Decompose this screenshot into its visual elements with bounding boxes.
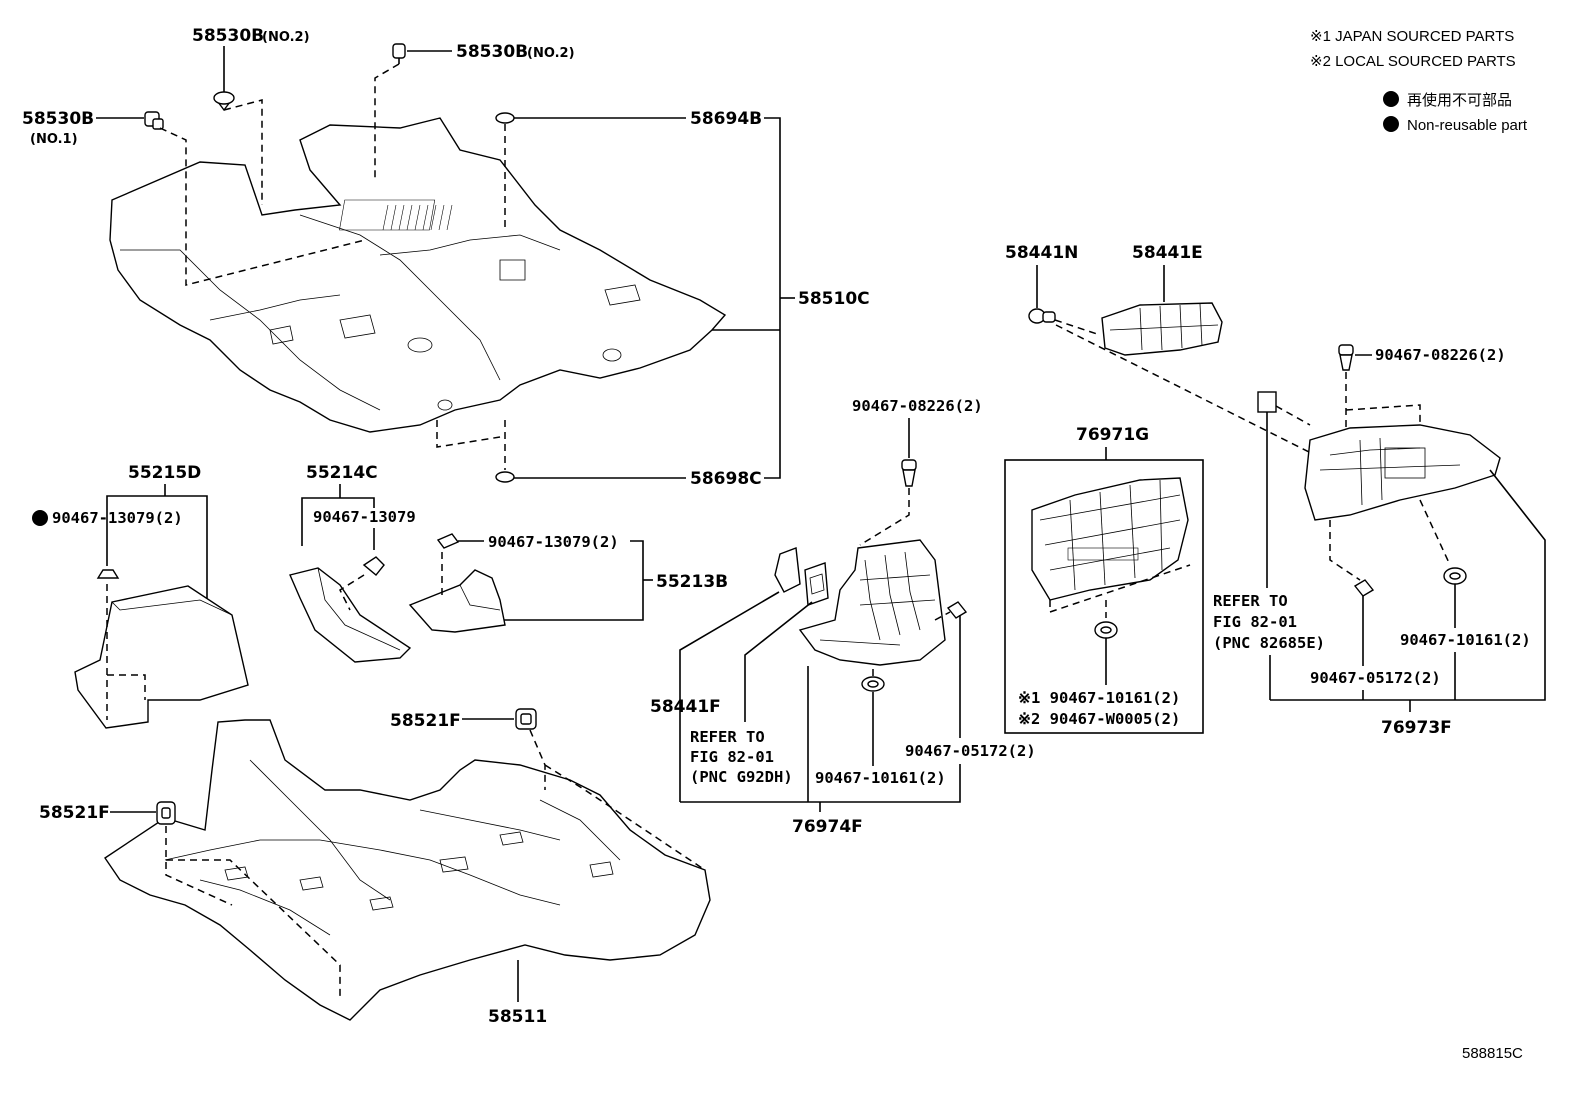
label-58511: 58511 bbox=[488, 1007, 547, 1027]
legend: ※1 JAPAN SOURCED PARTS ※2 LOCAL SOURCED … bbox=[1310, 28, 1528, 134]
label-plate-82685E bbox=[1257, 391, 1277, 413]
label-58441N: 58441N bbox=[1005, 243, 1078, 263]
cover-55215D bbox=[74, 585, 249, 729]
label-76971G: 76971G bbox=[1076, 425, 1149, 445]
label-58530B-no1-sfx: (NO.1) bbox=[30, 132, 78, 147]
clip-58530B-no1 bbox=[144, 111, 164, 130]
clip-90467-10161-right bbox=[1443, 567, 1467, 585]
label-76971G-clip1: ※1 90467-10161(2) bbox=[1018, 689, 1180, 707]
plate-58441F bbox=[774, 547, 801, 593]
refer1-line2: FIG 82-01 bbox=[690, 748, 774, 766]
label-90467-08226-right: 90467-08226(2) bbox=[1375, 346, 1506, 364]
refer2-line1: REFER TO bbox=[1213, 592, 1288, 610]
label-58530B-no2-top-sfx: (NO.2) bbox=[262, 30, 310, 45]
label-76973F: 76973F bbox=[1381, 718, 1452, 738]
legend-note-1: ※1 JAPAN SOURCED PARTS bbox=[1310, 28, 1514, 45]
grommet-58698C bbox=[495, 471, 515, 483]
panel-76971G bbox=[1031, 477, 1189, 601]
non-reusable-dot-icon bbox=[32, 510, 48, 526]
clip-90467-13079 bbox=[96, 569, 120, 579]
label-58694B: 58694B bbox=[690, 109, 762, 129]
label-58698C: 58698C bbox=[690, 469, 762, 489]
clip-90467-08226-right bbox=[1338, 344, 1354, 371]
panel-58441E bbox=[1101, 302, 1223, 356]
box-76971G bbox=[1004, 459, 1204, 734]
label-58441E: 58441E bbox=[1132, 243, 1203, 263]
panel-76974F bbox=[798, 539, 946, 666]
floor-silencer-58511 bbox=[104, 719, 711, 1021]
label-58530B-no1: 58530B bbox=[22, 109, 94, 129]
clip-58521F-top bbox=[515, 708, 537, 730]
cover-55214C bbox=[289, 567, 412, 663]
label-90467-08226-mid: 90467-08226(2) bbox=[852, 397, 983, 415]
label-55214C: 55214C bbox=[306, 463, 378, 483]
clip-90467-08226-mid bbox=[901, 459, 917, 487]
non-reusable-dot-icon bbox=[1383, 91, 1399, 107]
label-58441F: 58441F bbox=[650, 697, 721, 717]
non-reusable-dot-icon bbox=[1383, 116, 1399, 132]
legend-nonreusable-en: Non-reusable part bbox=[1407, 117, 1528, 134]
legend-note-2: ※2 LOCAL SOURCED PARTS bbox=[1310, 53, 1516, 70]
clip-90467-10161-76971G bbox=[1094, 621, 1118, 639]
cover-55213B bbox=[408, 569, 506, 633]
label-55213B-clip: 90467-13079(2) bbox=[488, 533, 619, 551]
label-58521F-top: 58521F bbox=[390, 711, 461, 731]
label-55213B: 55213B bbox=[656, 572, 728, 592]
label-58510C: 58510C bbox=[798, 289, 870, 309]
label-55215D-clip: 90467-13079(2) bbox=[52, 509, 183, 527]
label-58521F-left: 58521F bbox=[39, 803, 110, 823]
figure-id: 588815C bbox=[1462, 1045, 1523, 1062]
floor-carpet-58510C bbox=[109, 117, 727, 433]
label-76974F: 76974F bbox=[792, 817, 863, 837]
clip-90467-13079 bbox=[436, 533, 460, 549]
grommet-58694B bbox=[495, 112, 515, 124]
clip-58521F-left bbox=[156, 801, 176, 825]
label-90467-05172-right: 90467-05172(2) bbox=[1310, 669, 1441, 687]
label-55214C-clip: 90467-13079 bbox=[313, 508, 416, 526]
refer2-line3: (PNC 82685E) bbox=[1213, 634, 1325, 652]
clip-90467-10161-mid bbox=[861, 676, 885, 692]
label-55215D: 55215D bbox=[128, 463, 201, 483]
label-90467-10161-right: 90467-10161(2) bbox=[1400, 631, 1531, 649]
label-58530B-no2-top: 58530B bbox=[192, 26, 264, 46]
clip-90467-13079 bbox=[362, 556, 385, 576]
label-58530B-no2-right-sfx: (NO.2) bbox=[527, 46, 575, 61]
clip-58441N bbox=[1028, 308, 1056, 324]
legend-nonreusable-jp: 再使用不可部品 bbox=[1407, 92, 1512, 109]
label-76971G-clip2: ※2 90467-W0005(2) bbox=[1018, 710, 1180, 728]
clip-58530B-no2-top bbox=[213, 91, 235, 112]
bracket-g92dh bbox=[804, 562, 829, 606]
clip-90467-05172-mid bbox=[946, 601, 968, 619]
label-58530B-no2-right: 58530B bbox=[456, 42, 528, 62]
label-90467-05172-mid: 90467-05172(2) bbox=[905, 742, 1036, 760]
clip-90467-05172-right bbox=[1353, 579, 1375, 597]
refer1-line3: (PNC G92DH) bbox=[690, 768, 793, 786]
refer1-line1: REFER TO bbox=[690, 728, 765, 746]
panel-76973F bbox=[1304, 424, 1501, 521]
clip-58530B-no2-right bbox=[392, 43, 406, 64]
label-90467-10161-mid: 90467-10161(2) bbox=[815, 769, 946, 787]
refer2-line2: FIG 82-01 bbox=[1213, 613, 1297, 631]
